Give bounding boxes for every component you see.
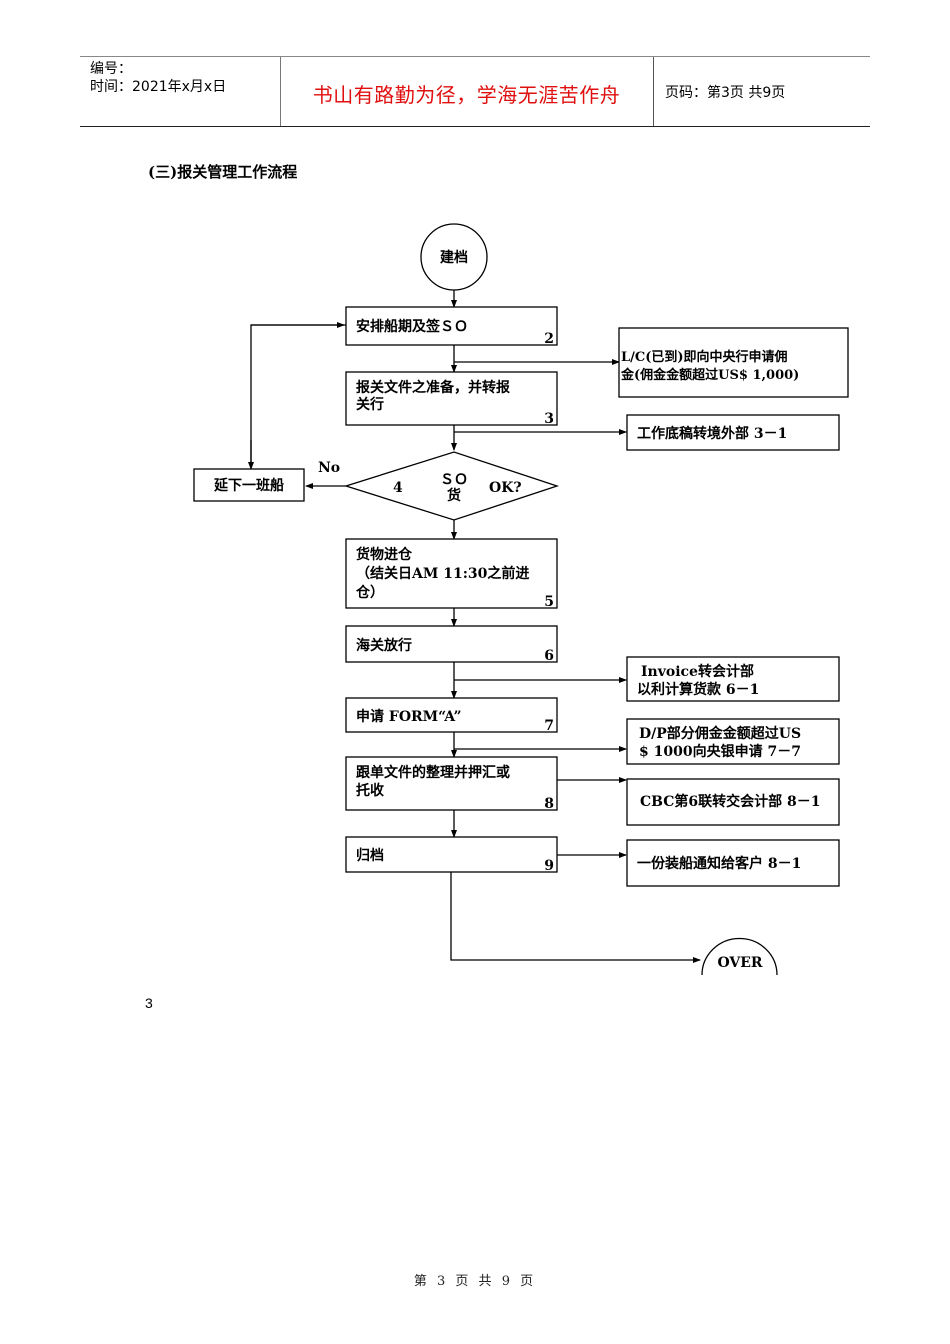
- step-3-box: [345, 371, 558, 426]
- note-invoice-box: [626, 656, 840, 702]
- decision-diamond: [343, 451, 560, 521]
- end-label: OVER: [717, 955, 762, 971]
- note-invoice-text-1: Invoice转会计部: [641, 663, 754, 680]
- header-motto-cell: 书山有路勤为径，学海无涯苦作舟: [280, 57, 654, 126]
- step-8-text-2: 托收: [356, 782, 385, 799]
- step-9-box: [345, 836, 558, 873]
- motto: 书山有路勤为径，学海无涯苦作舟: [312, 83, 621, 107]
- step-3-text-1: 报关文件之准备，并转报: [356, 379, 510, 396]
- step-2-box: [345, 306, 558, 346]
- header-meta-cell: 编号： 时间：2021年x月x日: [80, 57, 281, 126]
- note-cbc-box: [626, 778, 840, 826]
- page-number: 3: [145, 995, 153, 1011]
- note-workpaper-text: 工作底稿转境外部 3－1: [637, 425, 787, 442]
- step-5-text-3: 仓）: [355, 584, 384, 601]
- section-title: (三)报关管理工作流程: [148, 163, 298, 181]
- step-7-number: 7: [544, 718, 554, 734]
- connectors: [248, 290, 701, 963]
- delay-box: [193, 468, 305, 502]
- arrow-to-end: [450, 872, 701, 963]
- step-2-number: 2: [544, 331, 554, 347]
- time-label: 时间：2021年x月x日: [90, 79, 227, 95]
- step-9-text: 归档: [356, 847, 384, 864]
- step-9-number: 9: [544, 858, 554, 874]
- step-5-text-2: （结关日AM 11:30之前进: [356, 565, 529, 582]
- end-node: OVER: [701, 937, 778, 976]
- step-6-text: 海关放行: [356, 637, 412, 654]
- loop-line: [250, 324, 346, 467]
- page-header: 编号： 时间：2021年x月x日 书山有路勤为径，学海无涯苦作舟 页码：第3页 …: [80, 56, 870, 127]
- step-2-text: 安排船期及签ＳＯ: [356, 318, 468, 335]
- step-7-box: [345, 697, 558, 733]
- step-5-text-1: 货物进仓: [355, 546, 413, 563]
- note-workpaper-box: [626, 414, 840, 451]
- delay-text: 延下一班船: [213, 477, 284, 494]
- decision-line-2: 货: [446, 487, 461, 504]
- page-code: 页码：第3页 共9页: [665, 85, 786, 101]
- step-6-box: [345, 625, 558, 663]
- note-lc-box: [618, 327, 849, 398]
- serial-label: 编号：: [90, 61, 132, 77]
- step-6-number: 6: [544, 648, 554, 664]
- step-8-box: [345, 756, 558, 811]
- step-3-text-2: 关行: [356, 396, 384, 413]
- note-notice-text: 一份装船通知给客户 8－1: [637, 855, 801, 872]
- no-label: No: [318, 460, 340, 476]
- note-cbc-text: CBC第6联转交会计部 8－1: [640, 793, 820, 810]
- note-invoice-text-2: 以利计算货款 6－1: [637, 681, 759, 698]
- page-footer: 第 3 页 共 9 页: [413, 1274, 537, 1289]
- note-dp-text-1: D/P部分佣金金额超过US: [639, 725, 801, 742]
- header-page-cell: 页码：第3页 共9页: [653, 57, 870, 126]
- step-8-number: 8: [544, 796, 554, 812]
- note-dp-box: [626, 718, 840, 765]
- step-5-box: [345, 538, 558, 609]
- decision-number: 4: [393, 480, 403, 496]
- decision-question: OK?: [489, 480, 522, 496]
- step-5-number: 5: [544, 594, 554, 610]
- note-dp-text-2: $ 1000向央银申请 7－7: [639, 743, 801, 760]
- decision-line-1: ＳＯ: [440, 472, 468, 488]
- step-7-text: 申请 FORM“A”: [356, 708, 462, 725]
- start-node: 建档: [420, 223, 488, 291]
- step-8-text-1: 跟单文件的整理并押汇或: [356, 764, 510, 781]
- note-lc-text-1: L/C(已到)即向中央行申请佣: [621, 349, 788, 365]
- note-lc-text-2: 金(佣金金额超过US$ 1,000): [620, 367, 799, 383]
- start-label: 建档: [440, 249, 468, 266]
- note-notice-box: [626, 839, 840, 887]
- step-3-number: 3: [544, 411, 554, 427]
